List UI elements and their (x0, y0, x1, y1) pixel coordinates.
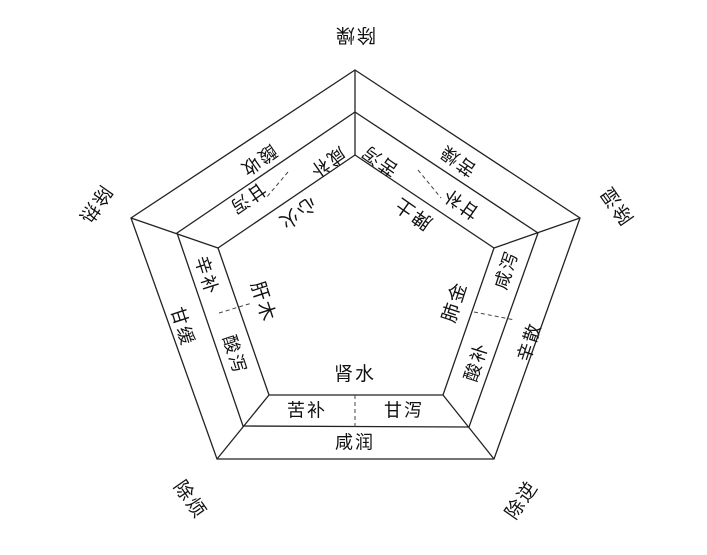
outer-flavor-label-spleen-outer: 苦燥 (436, 140, 481, 180)
outer-flavor-label-liver-outer: 甘缓 (166, 305, 198, 350)
flavor-label-lung-b: 酸补 (461, 340, 493, 385)
organ-label-lung: 肺金 (438, 279, 472, 326)
corner-label-lower-left: 除烦 (169, 476, 211, 523)
dashed-divider (265, 171, 289, 199)
flavor-label-liver-a: 辛补 (190, 254, 222, 299)
dashed-divider (417, 169, 442, 199)
flavor-label-kidney-a: 苦补 (287, 401, 327, 422)
middle-pentagon (176, 111, 539, 428)
flavor-label-kidney-b: 甘泻 (384, 401, 424, 422)
organ-label-heart: 心火 (273, 192, 320, 234)
flavor-label-heart-a: 咸补 (305, 142, 350, 182)
flavor-label-spleen-b: 甘补 (439, 183, 484, 223)
pentagon-lines (130, 69, 581, 460)
outer-flavor-label-heart-outer: 酸收 (236, 140, 281, 180)
vertex-connector (493, 217, 581, 249)
corner-label-upper-left: 除热 (74, 181, 116, 228)
flavor-label-liver-b: 酸泻 (218, 333, 250, 378)
corner-label-lower-right: 除逆 (501, 476, 543, 523)
dashed-dividers (218, 169, 516, 427)
outer-flavor-label-kidney-outer: 咸润 (335, 433, 375, 454)
labels: 除燥除湿除热除烦除逆心火脾土肺金肝木肾水咸补甘泻苦泻甘补咸泻酸补辛补酸泻苦补甘泻… (74, 24, 638, 524)
outer-flavor-label-lung-outer: 辛散 (514, 320, 546, 365)
flavor-label-spleen-a: 苦泻 (358, 140, 403, 180)
organ-label-liver: 肝木 (246, 279, 280, 326)
vertex-connector (130, 217, 219, 249)
flavor-label-heart-b: 甘泻 (225, 178, 270, 218)
organ-label-spleen: 脾土 (389, 192, 436, 234)
inner-pentagon (217, 154, 495, 396)
vertex-connector (216, 394, 270, 460)
organ-label-kidney: 肾水 (334, 363, 376, 385)
corner-label-upper-right: 除湿 (596, 181, 638, 228)
corner-label-top: 除燥 (334, 24, 376, 46)
flavor-label-lung-a: 咸泻 (491, 248, 523, 293)
vertex-connector (442, 394, 495, 460)
dashed-divider (218, 302, 253, 314)
outer-pentagon (130, 69, 581, 460)
